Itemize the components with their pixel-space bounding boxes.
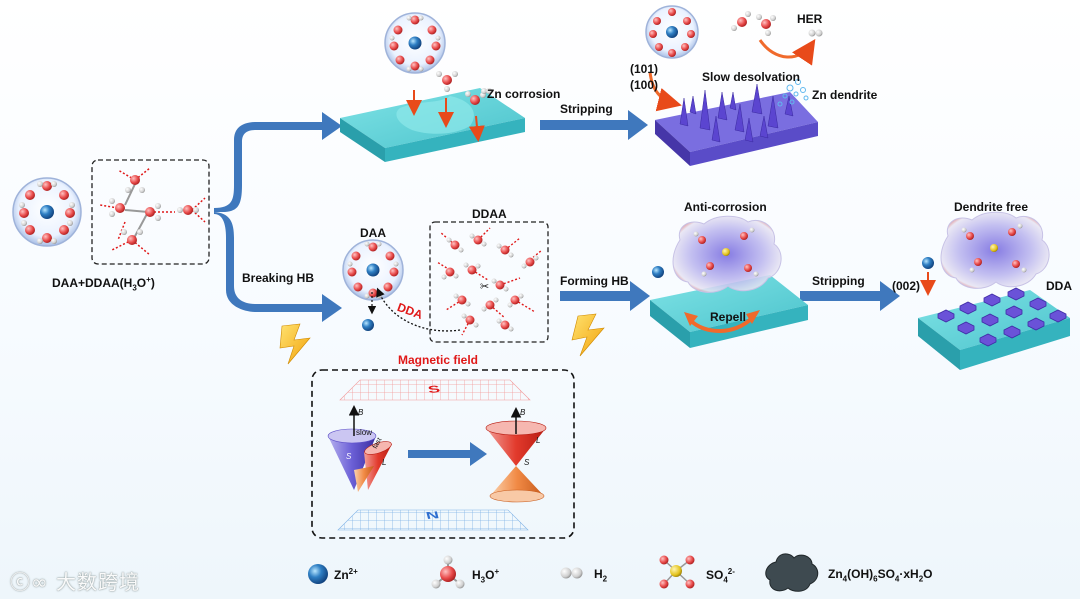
legend-so4: SO42-: [706, 567, 735, 585]
label-anti-corrosion: Anti-corrosion: [684, 200, 767, 214]
label-cone-slow: slow: [356, 428, 373, 437]
repel-arrows: [688, 316, 754, 333]
branch-brace: [214, 112, 342, 322]
legend-h2: H2: [594, 567, 608, 584]
label-magnetic-field: Magnetic field: [398, 353, 479, 367]
arrow-cone-transition: [408, 442, 487, 466]
legend-zhs: Zn4(OH)6SO4·xH2O: [828, 567, 933, 584]
label-breaking-hb: Breaking HB: [242, 271, 315, 285]
label-facet-100: (100): [630, 78, 659, 92]
daa-sheath: [342, 239, 461, 332]
dendrite-substrate: [645, 5, 823, 166]
legend-icons: [308, 553, 819, 592]
scissors-icon: ✂: [480, 281, 489, 293]
solvation-sheath-left: [12, 177, 82, 247]
label-stripping-top: Stripping: [560, 102, 613, 116]
label-dendrite-free: Dendrite free: [954, 200, 1029, 214]
zhs-cluster-icon: [765, 553, 819, 592]
magnetic-field-box: [311, 369, 575, 539]
arrow-stripping-top: [540, 110, 648, 140]
watermark: ⓒ∞ 大数跨境: [10, 570, 141, 594]
esp-complex: [672, 215, 782, 293]
ddaa-network-box: ✂: [429, 221, 549, 343]
corroded-zn-substrate: [340, 12, 525, 162]
lightning-icon-right: [571, 313, 605, 357]
label-zn-dendrite: Zn dendrite: [812, 88, 878, 102]
arrow-stripping-bottom: [800, 281, 900, 311]
hb-network-box: [91, 159, 210, 265]
hexagonal-deposits: [937, 287, 1067, 347]
zn-ion-icon: [308, 564, 328, 584]
esp-complex-right: [940, 211, 1050, 289]
label-facet-101: (101): [630, 62, 659, 76]
label-cone-l2: L: [536, 436, 541, 445]
label-mixture: DAA+DDAA(H3O+): [52, 275, 155, 293]
hydronium-molecules: [436, 71, 492, 105]
label-cone-s1: S: [346, 452, 352, 461]
her-molecules: [731, 11, 823, 66]
h2-icon: [560, 567, 583, 579]
label-cone-l1: L: [382, 458, 387, 467]
watermark-logo-icon: ⓒ∞: [10, 570, 57, 594]
water-shell: [19, 181, 75, 244]
label-forming-hb: Forming HB: [560, 274, 629, 288]
legend-zn-ion: Zn2+: [334, 567, 358, 582]
zn-ion: [40, 205, 54, 219]
spin-cone-blue: [327, 405, 392, 492]
lightning-icon-left: [279, 323, 311, 365]
label-stripping-bottom: Stripping: [812, 274, 865, 288]
label-zn-corrosion: Zn corrosion: [487, 87, 561, 101]
label-magnet-s: S: [426, 383, 442, 396]
protected-substrate: [650, 215, 808, 348]
label-dda-right: DDA: [1046, 279, 1072, 293]
label-cone-b2: B: [520, 408, 526, 417]
label-repell: Repell: [710, 310, 747, 324]
spin-cone-red: [485, 407, 547, 503]
legend-h3o: H3O+: [472, 567, 500, 585]
label-ddaa: DDAA: [472, 207, 507, 221]
sulfate-icon: [659, 555, 695, 589]
label-her: HER: [797, 12, 823, 26]
label-magnet-n: N: [424, 509, 441, 522]
solvation-sheath-topright: [645, 5, 699, 59]
label-daa: DAA: [360, 226, 386, 240]
arrow-forming-hb: [560, 281, 650, 311]
dendrite-free-substrate: [918, 211, 1070, 370]
flow-arrows: [214, 110, 900, 466]
label-slow-desolvation: Slow desolvation: [702, 70, 801, 84]
label-facet-002: (002): [892, 279, 921, 293]
solvation-sheath-top: [384, 12, 446, 74]
label-cone-s2: S: [524, 458, 530, 467]
label-cone-b1: B: [358, 408, 364, 417]
hydronium-icon: [431, 555, 465, 589]
